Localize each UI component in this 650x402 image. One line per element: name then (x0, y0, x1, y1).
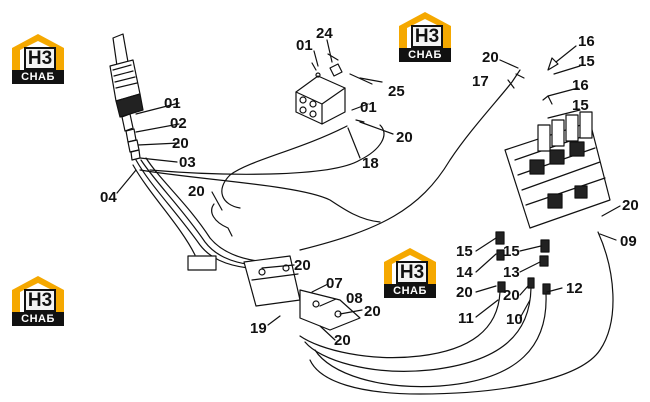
callout-label: 01 (164, 95, 181, 112)
callout-label: 01 (296, 37, 313, 54)
leader-lines (116, 39, 621, 341)
logo-text: H3 (24, 289, 56, 312)
pilot-hose-bundle (132, 124, 385, 271)
callout-label: 13 (503, 264, 520, 281)
callout-label: 20 (334, 332, 351, 349)
callout-label: 20 (503, 287, 520, 304)
mounting-bracket (243, 255, 361, 331)
callout-label: 10 (506, 311, 523, 328)
callout-label: 15 (456, 243, 473, 260)
brand-text: CHAБ (384, 284, 436, 298)
callout-labels: 01 24 25 01 20 18 20 17 16 15 16 15 01 0… (100, 25, 639, 349)
hose-12 (314, 293, 547, 388)
hose-10 (304, 287, 532, 372)
callout-label: 07 (326, 275, 343, 292)
brand-text: CHAБ (12, 312, 64, 326)
callout-label: 16 (578, 33, 595, 50)
callout-label: 15 (572, 97, 589, 114)
fittings-right (527, 239, 551, 295)
callout-label: 20 (456, 284, 473, 301)
joystick (109, 33, 144, 161)
watermark-logo: H3 CHAБ (399, 12, 451, 62)
control-valve-bank (504, 57, 611, 229)
callout-label: 17 (472, 73, 489, 90)
valve-block (295, 53, 373, 125)
logo-text: H3 (24, 47, 56, 70)
callout-label: 12 (566, 280, 583, 297)
callout-label: 08 (346, 290, 363, 307)
watermark-logo: H3 CHAБ (12, 34, 64, 84)
brand-text: CHAБ (12, 70, 64, 84)
callout-label: 20 (364, 303, 381, 320)
callout-label: 19 (250, 320, 267, 337)
hose-17 (299, 69, 521, 251)
callout-label: 18 (362, 155, 379, 172)
brand-text: CHAБ (399, 48, 451, 62)
logo-text: H3 (396, 261, 428, 284)
watermark-logo: H3 CHAБ (12, 276, 64, 326)
house-roof-icon (12, 34, 64, 70)
fittings-left (495, 231, 506, 293)
callout-label: 03 (179, 154, 196, 171)
hose-18 (221, 125, 348, 209)
house-roof-icon (12, 276, 64, 312)
watermark-logo: H3 CHAБ (384, 248, 436, 298)
callout-label: 20 (482, 49, 499, 66)
callout-label: 20 (188, 183, 205, 200)
house-roof-icon (384, 248, 436, 284)
callout-label: 09 (620, 233, 637, 250)
callout-label: 02 (170, 115, 187, 132)
callout-label: 14 (456, 264, 473, 281)
callout-label: 04 (100, 189, 117, 206)
callout-label: 16 (572, 77, 589, 94)
callout-label: 15 (503, 243, 520, 260)
callout-label: 20 (294, 257, 311, 274)
hose-09 (309, 231, 614, 395)
callout-label: 25 (388, 83, 405, 100)
logo-text: H3 (411, 25, 443, 48)
hose-11 (299, 291, 501, 359)
callout-label: 01 (360, 99, 377, 116)
callout-label: 24 (316, 25, 333, 42)
callout-label: 20 (622, 197, 639, 214)
callout-label: 15 (578, 53, 595, 70)
house-roof-icon (399, 12, 451, 48)
callout-label: 11 (458, 310, 474, 327)
callout-label: 20 (396, 129, 413, 146)
callout-label: 20 (172, 135, 189, 152)
